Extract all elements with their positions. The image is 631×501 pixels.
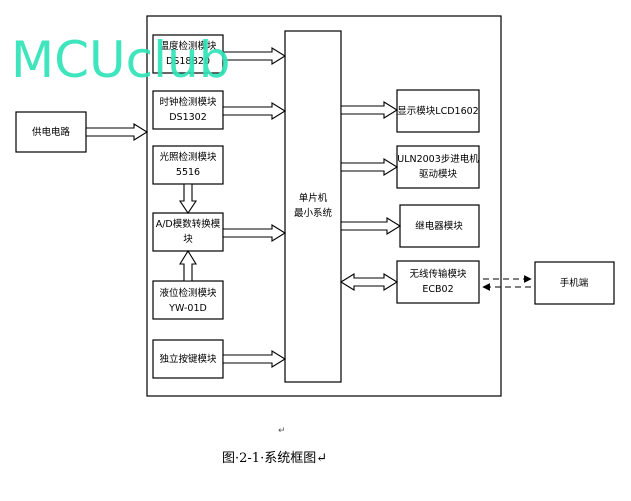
relay-module-label: 继电器模块 xyxy=(415,220,463,232)
clock-module-line2: DS1302 xyxy=(169,112,207,123)
light-module-line1: 光照检测模块 xyxy=(159,151,217,163)
adc-module-line2: 块 xyxy=(183,233,193,245)
watermark-logo: MCUclub xyxy=(11,31,230,89)
power-to-system-arrow xyxy=(85,123,149,141)
mcu-module: 单片机 最小系统 xyxy=(284,30,342,383)
level-module-line2: YW-01D xyxy=(168,303,207,314)
light-module-line2: 5516 xyxy=(176,167,200,178)
light-module: 光照检测模块 5516 xyxy=(152,145,224,185)
level-to-adc-arrow xyxy=(179,249,197,282)
display-module: 显示模块LCD1602 xyxy=(396,89,480,133)
stepper-module: ULN2003步进电机 驱动模块 xyxy=(396,145,480,189)
adc-module: A/D模数转换模 块 xyxy=(152,212,224,252)
wireless-module-line1: 无线传输模块 xyxy=(409,268,467,280)
mcu-wireless-bidirectional-arrow xyxy=(339,273,399,291)
clock-module-line1: 时钟检测模块 xyxy=(159,96,217,108)
paragraph-mark: ↵ xyxy=(278,426,286,436)
figure-caption: 图·2-1·系统框图↵ xyxy=(222,451,327,466)
temperature-to-mcu-arrow xyxy=(222,47,287,65)
adc-to-mcu-arrow xyxy=(222,224,287,242)
phone-module: 手机端 xyxy=(534,261,615,305)
keys-module-label: 独立按键模块 xyxy=(159,353,217,365)
display-module-label: 显示模块LCD1602 xyxy=(397,105,478,117)
stepper-module-line1: ULN2003步进电机 xyxy=(397,153,479,165)
level-module: 液位检测模块 YW-01D xyxy=(152,280,224,320)
light-to-adc-arrow xyxy=(178,183,198,214)
power-module: 供电电路 xyxy=(15,111,87,153)
mcu-module-line1: 单片机 xyxy=(299,192,328,204)
stepper-module-line2: 驱动模块 xyxy=(419,168,458,180)
system-frame xyxy=(146,15,502,397)
mcu-to-stepper-arrow xyxy=(340,158,399,176)
phone-module-label: 手机端 xyxy=(560,277,589,289)
wireless-phone-link xyxy=(482,275,532,291)
wireless-module: 无线传输模块 ECB02 xyxy=(396,260,480,304)
clock-to-mcu-arrow xyxy=(222,102,287,120)
mcu-to-display-arrow xyxy=(340,101,399,119)
temperature-module: 温度检测模块 DS18B20 xyxy=(152,34,224,74)
mcu-module-line2: 最小系统 xyxy=(294,207,333,219)
adc-module-line1: A/D模数转换模 xyxy=(156,218,221,230)
temperature-module-line1: 温度检测模块 xyxy=(159,40,217,52)
keys-to-mcu-arrow xyxy=(222,350,287,368)
wireless-module-line2: ECB02 xyxy=(422,284,453,295)
keys-module: 独立按键模块 xyxy=(152,339,224,379)
mcu-to-relay-arrow xyxy=(340,217,402,235)
relay-module: 继电器模块 xyxy=(399,204,480,248)
power-module-label: 供电电路 xyxy=(32,126,71,138)
level-module-line1: 液位检测模块 xyxy=(159,287,217,299)
clock-module: 时钟检测模块 DS1302 xyxy=(152,90,224,130)
temperature-module-line2: DS18B20 xyxy=(166,56,210,67)
